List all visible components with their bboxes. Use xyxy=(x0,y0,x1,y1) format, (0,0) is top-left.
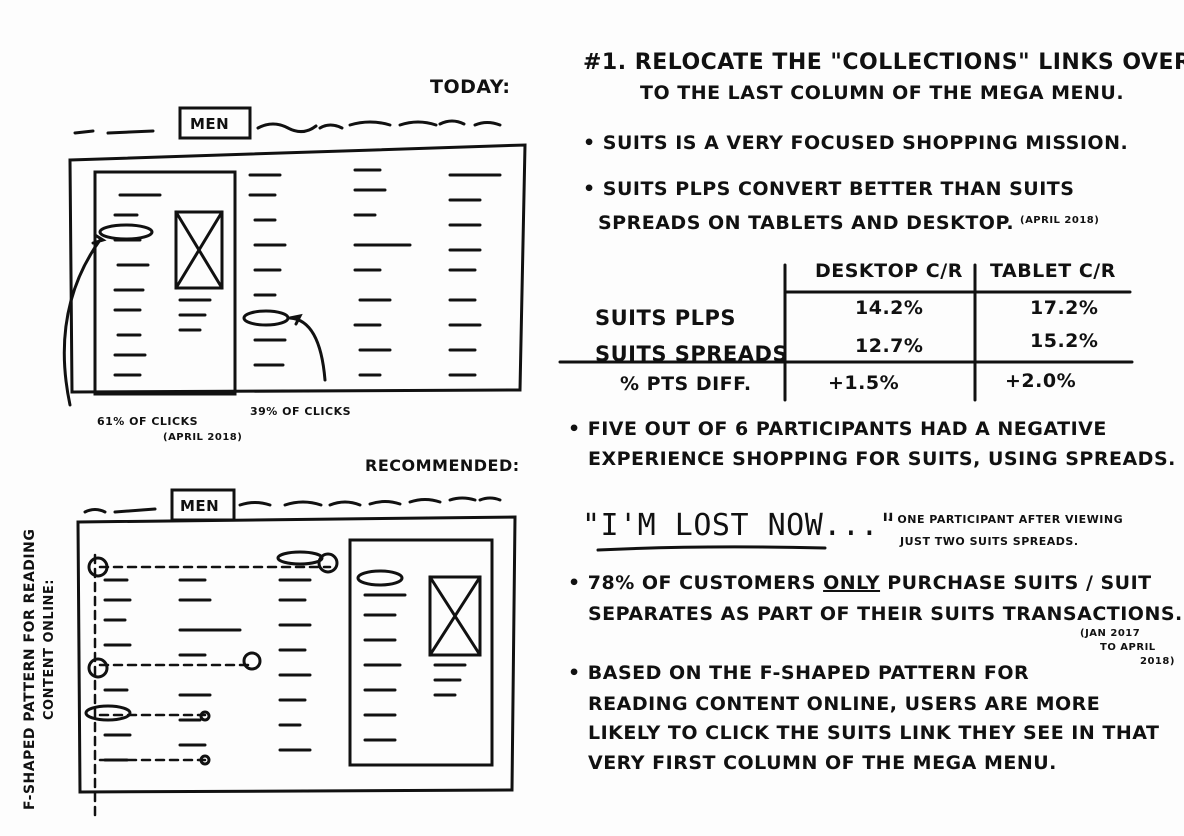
clicks-date-label: (APRIL 2018) xyxy=(163,432,243,443)
men-tab[interactable]: MEN xyxy=(190,115,230,133)
cell-plps-tablet: 17.2% xyxy=(1030,297,1099,319)
bullet-3-line-2: EXPERIENCE SHOPPING FOR SUITS, USING SPR… xyxy=(588,448,1176,470)
row-label-spreads: SUITS SPREADS xyxy=(595,342,789,366)
quote: "I'M LOST NOW..." xyxy=(582,508,898,543)
table-header-tablet: TABLET C/R xyxy=(990,260,1116,282)
clicks-right-label: 39% OF CLICKS xyxy=(250,405,352,418)
bullet-3-line-1: • FIVE OUT OF 6 PARTICIPANTS HAD A NEGAT… xyxy=(568,418,1107,440)
bullet-4-line-1: • 78% OF CUSTOMERS ONLY PURCHASE SUITS /… xyxy=(568,572,1152,594)
cell-diff-tablet: +2.0% xyxy=(1005,370,1077,392)
bullet-4-post: PURCHASE SUITS / SUIT xyxy=(887,572,1152,594)
bullet-4-date-3: 2018) xyxy=(1140,656,1175,667)
bullet-2-line-2: SPREADS ON TABLETS AND DESKTOP. xyxy=(598,212,1015,234)
quote-attribution-2: JUST TWO SUITS SPREADS. xyxy=(900,535,1079,548)
f-pattern-label-1: F-SHAPED PATTERN FOR READING xyxy=(22,528,38,810)
quote-underline xyxy=(596,545,827,552)
bullet-5-line-4: VERY FIRST COLUMN OF THE MEGA MENU. xyxy=(588,752,1057,774)
men-tab-box xyxy=(178,106,252,140)
row-label-plps: SUITS PLPS xyxy=(595,306,737,330)
clicks-left-label: 61% OF CLICKS xyxy=(97,415,199,428)
bullet-4-date-2: TO APRIL xyxy=(1100,642,1156,653)
bullet-4-line-2: SEPARATES AS PART OF THEIR SUITS TRANSAC… xyxy=(588,603,1183,625)
bullet-5-line-2: READING CONTENT ONLINE, USERS ARE MORE xyxy=(588,693,1101,715)
cell-diff-desktop: +1.5% xyxy=(828,372,900,394)
conversion-table-lines xyxy=(558,263,1134,402)
today-label: TODAY: xyxy=(430,76,511,98)
bullet-5-line-3: LIKELY TO CLICK THE SUITS LINK THEY SEE … xyxy=(588,722,1160,744)
recommended-wireframe xyxy=(76,488,517,817)
today-wireframe xyxy=(62,106,527,407)
men-tab-recommended[interactable]: MEN xyxy=(180,497,220,515)
bullet-1: • SUITS IS A VERY FOCUSED SHOPPING MISSI… xyxy=(583,132,1129,154)
bullet-2-date: (APRIL 2018) xyxy=(1020,215,1100,226)
cell-spreads-tablet: 15.2% xyxy=(1030,330,1099,352)
recommended-label: RECOMMENDED: xyxy=(365,456,520,475)
bullet-2-line-1: • SUITS PLPS CONVERT BETTER THAN SUITS xyxy=(583,178,1075,200)
bullet-4-pre: • 78% OF CUSTOMERS xyxy=(568,572,816,594)
heading-line-2: TO THE LAST COLUMN OF THE MEGA MENU. xyxy=(640,82,1125,104)
heading-line-1: #1. RELOCATE THE "COLLECTIONS" LINKS OVE… xyxy=(583,50,1184,75)
table-header-desktop: DESKTOP C/R xyxy=(815,260,963,282)
row-label-diff: % PTS DIFF. xyxy=(620,373,752,395)
bullet-4-emphasis: ONLY xyxy=(823,572,881,594)
bullet-5-line-1: • BASED ON THE F-SHAPED PATTERN FOR xyxy=(568,662,1030,684)
cell-spreads-desktop: 12.7% xyxy=(855,335,924,357)
f-pattern-label-2: CONTENT ONLINE: xyxy=(42,578,57,720)
quote-attribution-1: - ONE PARTICIPANT AFTER VIEWING xyxy=(888,513,1124,526)
bullet-4-date-1: (JAN 2017 xyxy=(1080,628,1141,639)
cell-plps-desktop: 14.2% xyxy=(855,297,924,319)
